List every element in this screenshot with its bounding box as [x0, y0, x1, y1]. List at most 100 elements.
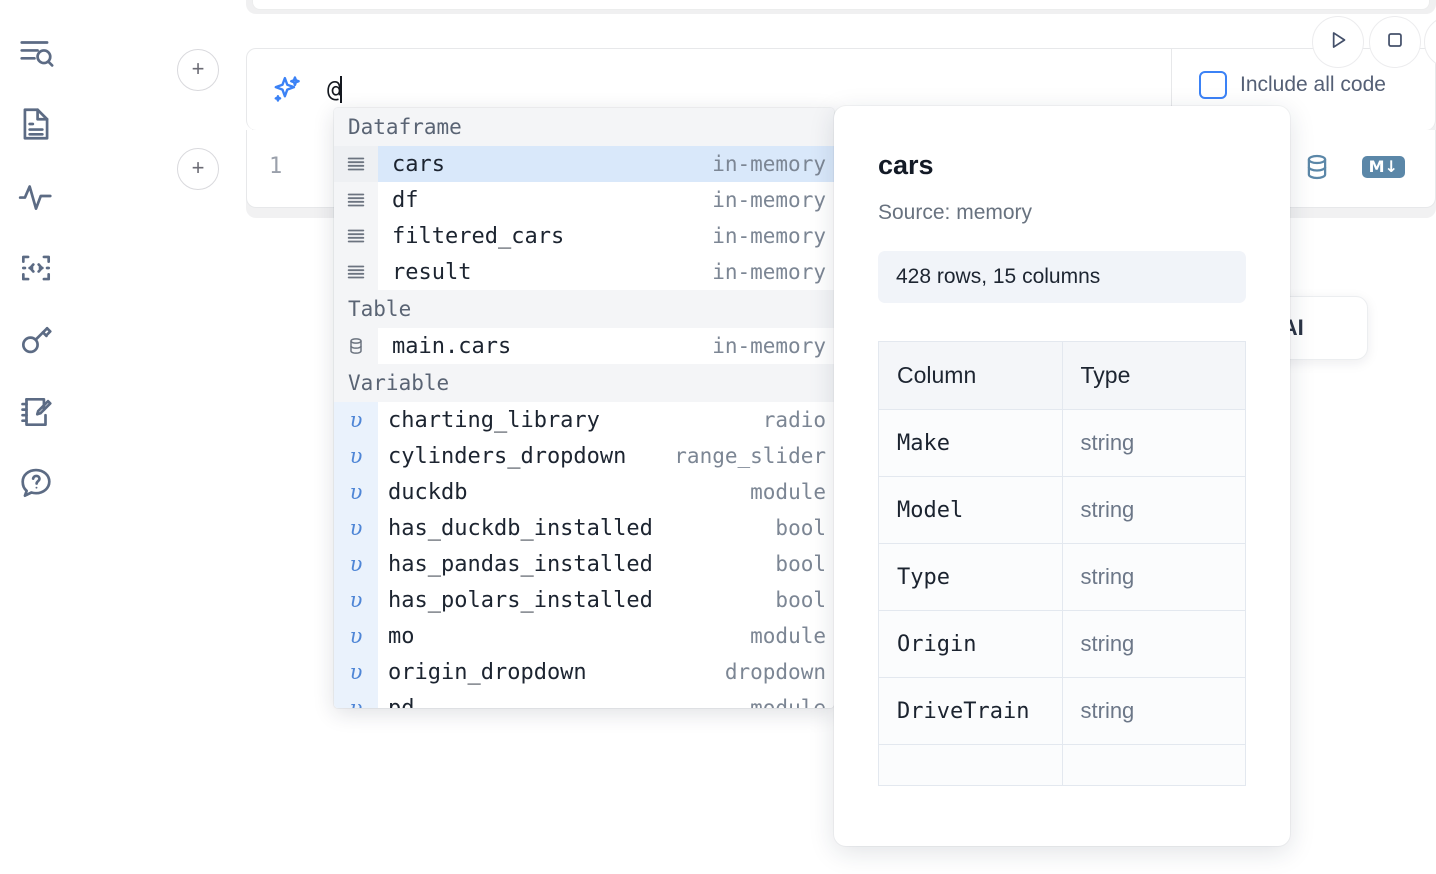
autocomplete-item-name: mo — [388, 623, 415, 649]
schema-column-type: string — [1062, 409, 1246, 477]
variable-icon: υ — [334, 618, 378, 654]
autocomplete-item-name: charting_library — [388, 407, 600, 433]
schema-column-type: string — [1062, 677, 1246, 745]
schema-column-name: Origin — [878, 610, 1063, 678]
sidebar-item-code-snippet[interactable] — [7, 232, 65, 304]
autocomplete-item-name: pd — [388, 695, 415, 709]
autocomplete-item[interactable]: cars in-memory — [334, 146, 834, 182]
variable-icon: υ — [334, 654, 378, 690]
schema-column-type — [1062, 744, 1246, 786]
variable-icon: υ — [334, 438, 378, 474]
cell-actions: M↓ — [1302, 152, 1405, 182]
run-cell-button[interactable] — [1312, 16, 1364, 68]
variable-icon: υ — [334, 582, 378, 618]
schema-column-name: Make — [878, 409, 1063, 477]
table-database-icon — [334, 328, 378, 364]
autocomplete-item-name: filtered_cars — [392, 223, 565, 249]
schema-column-type: string — [1062, 476, 1246, 544]
autocomplete-item-meta: module — [750, 696, 826, 708]
text-caret — [340, 76, 343, 103]
variable-icon: υ — [334, 546, 378, 582]
stop-cell-button[interactable] — [1369, 16, 1421, 68]
line-number: 1 — [269, 154, 283, 179]
ai-prompt-input[interactable]: @ — [247, 49, 1172, 130]
variable-icon: υ — [334, 510, 378, 546]
autocomplete-item-name: df — [392, 187, 419, 213]
ai-sparkle-icon — [269, 72, 305, 108]
autocomplete-item-name: cylinders_dropdown — [388, 443, 627, 469]
code-snippet-icon — [17, 249, 55, 287]
notebook-edit-icon — [17, 393, 55, 431]
schema-column-name: Type — [878, 543, 1063, 611]
variable-icon: υ — [334, 402, 378, 438]
sidebar-item-activity[interactable] — [7, 160, 65, 232]
sidebar-item-help[interactable] — [7, 448, 65, 520]
markdown-badge-label: M↓ — [1361, 155, 1405, 179]
autocomplete-item-meta: dropdown — [724, 660, 826, 684]
autocomplete-group-header: Dataframe — [334, 108, 834, 146]
sidebar-item-document[interactable] — [7, 88, 65, 160]
variable-icon: υ — [334, 474, 378, 510]
doc-shape-badge: 428 rows, 15 columns — [878, 251, 1246, 303]
activity-icon — [17, 177, 55, 215]
autocomplete-item-meta: module — [750, 624, 826, 648]
key-icon — [17, 321, 55, 359]
table-header-row: Column Type — [878, 341, 1246, 410]
add-cell-below-button[interactable]: + — [177, 148, 219, 190]
autocomplete-item-name: duckdb — [388, 479, 468, 505]
play-icon — [1325, 27, 1351, 58]
add-cell-above-button[interactable]: + — [177, 49, 219, 91]
square-stop-icon — [1382, 27, 1408, 58]
include-all-code-checkbox[interactable] — [1199, 71, 1227, 99]
sidebar-item-key[interactable] — [7, 304, 65, 376]
table-row — [878, 744, 1246, 786]
doc-title: cars — [878, 150, 934, 180]
sidebar-item-notebook-edit[interactable] — [7, 376, 65, 448]
include-all-code-toggle[interactable]: Include all code — [1199, 71, 1386, 99]
doc-source: Source: memory — [878, 201, 1033, 224]
completion-doc-panel: cars Source: memory 428 rows, 15 columns… — [834, 106, 1290, 846]
previous-cell[interactable] — [252, 0, 1430, 10]
document-icon — [17, 105, 55, 143]
database-icon[interactable] — [1302, 152, 1332, 182]
column-header-type: Type — [1062, 341, 1246, 410]
dataframe-icon — [334, 218, 378, 254]
autocomplete-item-meta: bool — [775, 552, 826, 576]
autocomplete-item-body: cars in-memory — [378, 146, 834, 182]
schema-column-name: Model — [878, 476, 1063, 544]
autocomplete-item-name: cars — [392, 151, 445, 177]
autocomplete-item-meta: module — [750, 480, 826, 504]
schema-column-name: DriveTrain — [878, 677, 1063, 745]
autocomplete-item-meta: in-memory — [712, 152, 826, 176]
autocomplete-group-header: Table — [334, 290, 834, 328]
include-all-code-label: Include all code — [1240, 73, 1386, 96]
plus-icon: + — [191, 155, 205, 180]
autocomplete-item-name: main.cars — [392, 333, 512, 359]
markdown-icon[interactable]: M↓ — [1361, 155, 1405, 179]
dataframe-icon — [334, 182, 378, 218]
sidebar-item-search-outline[interactable] — [7, 16, 65, 88]
